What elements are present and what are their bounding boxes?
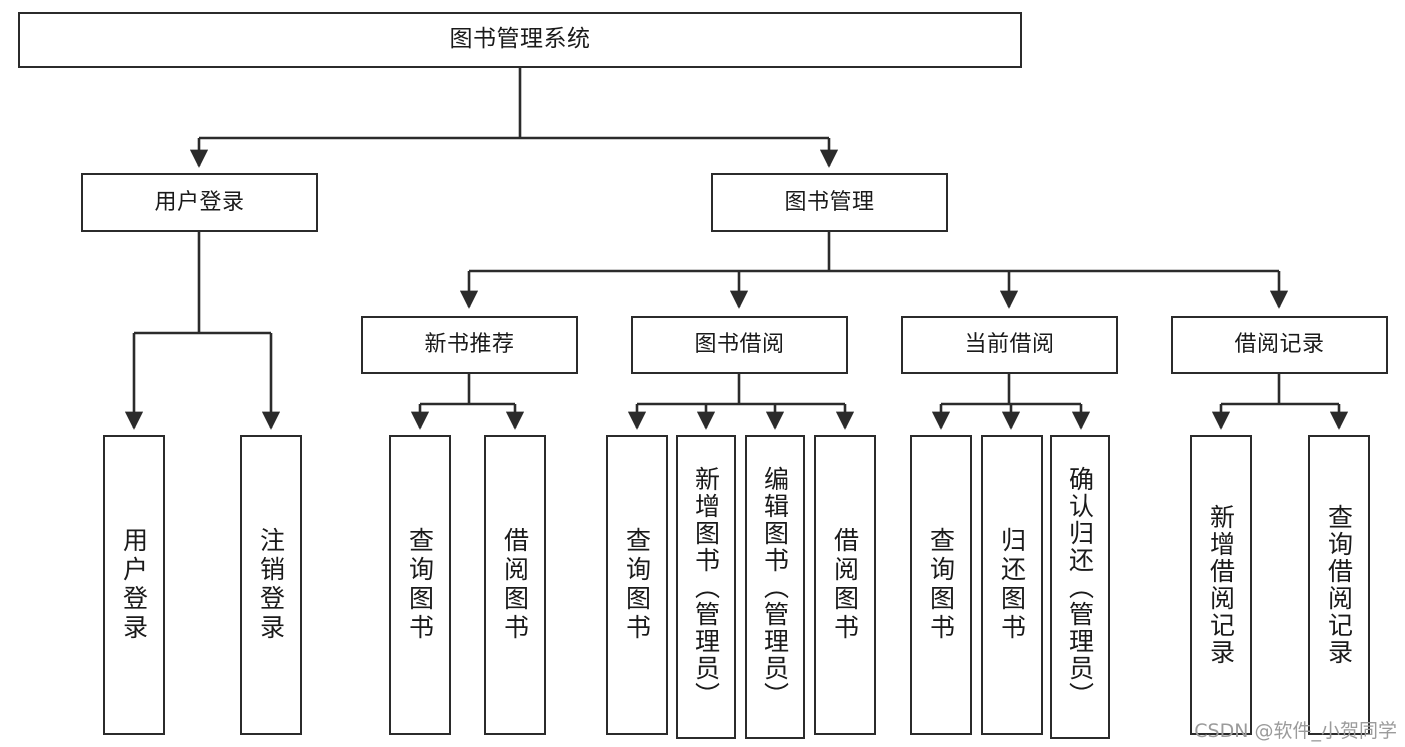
node-label: 用户登录	[154, 189, 245, 215]
node-label: 新增借阅记录	[1206, 504, 1236, 666]
node-leaf-add-borrow-record[interactable]: 新增借阅记录	[1190, 435, 1252, 735]
node-label: 当前借阅	[964, 332, 1055, 358]
node-label: 图书借阅	[694, 332, 785, 358]
node-leaf-edit-book-admin[interactable]: 编辑图书（管理员）	[745, 435, 805, 739]
node-label: 编辑图书（管理员）	[760, 465, 790, 709]
watermark-text: CSDN @软件_小贺同学	[1194, 720, 1397, 742]
node-label: 查询图书	[926, 527, 956, 643]
node-label: 借阅图书	[830, 527, 860, 643]
node-leaf-query-book-current[interactable]: 查询图书	[910, 435, 972, 735]
node-label: 归还图书	[997, 527, 1027, 643]
node-label: 注销登录	[256, 527, 286, 643]
node-new-book-recommend[interactable]: 新书推荐	[361, 316, 578, 374]
node-leaf-user-login[interactable]: 用户登录	[103, 435, 165, 735]
node-label: 新书推荐	[424, 332, 515, 358]
node-leaf-add-book-admin[interactable]: 新增图书（管理员）	[676, 435, 736, 739]
node-label: 借阅记录	[1234, 332, 1325, 358]
node-leaf-logout[interactable]: 注销登录	[240, 435, 302, 735]
node-label: 用户登录	[119, 527, 149, 643]
node-borrow-record[interactable]: 借阅记录	[1171, 316, 1388, 374]
node-label: 图书管理系统	[449, 26, 591, 53]
node-current-borrow[interactable]: 当前借阅	[901, 316, 1118, 374]
node-root-book-management-system[interactable]: 图书管理系统	[18, 12, 1022, 68]
node-leaf-confirm-return-admin[interactable]: 确认归还（管理员）	[1050, 435, 1110, 739]
node-leaf-return-book[interactable]: 归还图书	[981, 435, 1043, 735]
node-label: 确认归还（管理员）	[1065, 465, 1095, 709]
node-book-management[interactable]: 图书管理	[711, 173, 948, 232]
node-label: 新增图书（管理员）	[691, 465, 721, 709]
node-label: 查询借阅记录	[1324, 504, 1354, 666]
node-leaf-query-book-recommend[interactable]: 查询图书	[389, 435, 451, 735]
node-label: 查询图书	[622, 527, 652, 643]
node-leaf-query-book-borrow[interactable]: 查询图书	[606, 435, 668, 735]
node-label: 借阅图书	[500, 527, 530, 643]
node-leaf-query-borrow-record[interactable]: 查询借阅记录	[1308, 435, 1370, 735]
node-leaf-borrow-book-recommend[interactable]: 借阅图书	[484, 435, 546, 735]
node-label: 查询图书	[405, 527, 435, 643]
node-book-borrow[interactable]: 图书借阅	[631, 316, 848, 374]
node-user-login[interactable]: 用户登录	[81, 173, 318, 232]
node-label: 图书管理	[784, 189, 875, 215]
node-leaf-borrow-book[interactable]: 借阅图书	[814, 435, 876, 735]
